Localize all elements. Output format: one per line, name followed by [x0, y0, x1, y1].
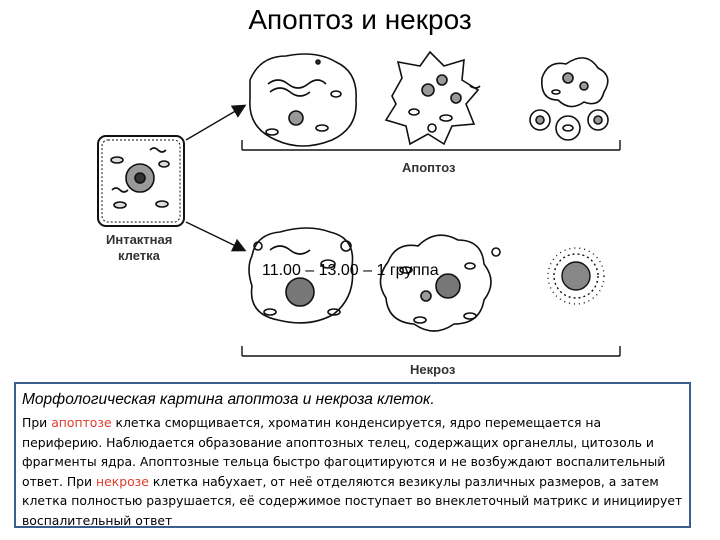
arrow-to-apoptosis — [185, 104, 247, 141]
description-part-3: клетка набухает, от неё отделяются везик… — [22, 473, 683, 528]
necrosis-highlight: некрозе — [96, 473, 149, 489]
page-title: Апоптоз и некроз — [248, 4, 472, 35]
intact-cell — [97, 135, 185, 227]
apoptosis-highlight: апоптозе — [51, 415, 112, 430]
description-box: Морфологическая картина апоптоза и некро… — [14, 382, 691, 528]
description-part-2: клетка сморщивается, хроматин конденсиру… — [22, 415, 666, 489]
apoptosis-cell-3 — [529, 57, 609, 141]
apoptosis-necrosis-diagram: Интактная клетка Апоптоз — [97, 50, 621, 377]
apoptosis-cell-2 — [384, 50, 481, 146]
arrow-to-necrosis — [185, 221, 247, 252]
intact-cell-label-1: Интактная — [106, 232, 172, 247]
schedule-overlay-text: 11.00 – 13.00 – 1 группа — [262, 262, 439, 279]
intact-cell-label-2: клетка — [118, 248, 161, 263]
necrosis-cell-1 — [248, 227, 354, 324]
description-body: При апоптозе клетка сморщивается, хромат… — [22, 413, 683, 530]
apoptosis-label: Апоптоз — [402, 160, 456, 175]
necrosis-label: Некроз — [410, 362, 456, 377]
description-heading: Морфологическая картина апоптоза и некро… — [22, 391, 435, 408]
apoptosis-cell-1 — [249, 53, 357, 147]
description-part-1: При — [22, 415, 52, 430]
necrosis-cell-3 — [547, 247, 605, 305]
necrosis-cell-2 — [379, 234, 501, 332]
